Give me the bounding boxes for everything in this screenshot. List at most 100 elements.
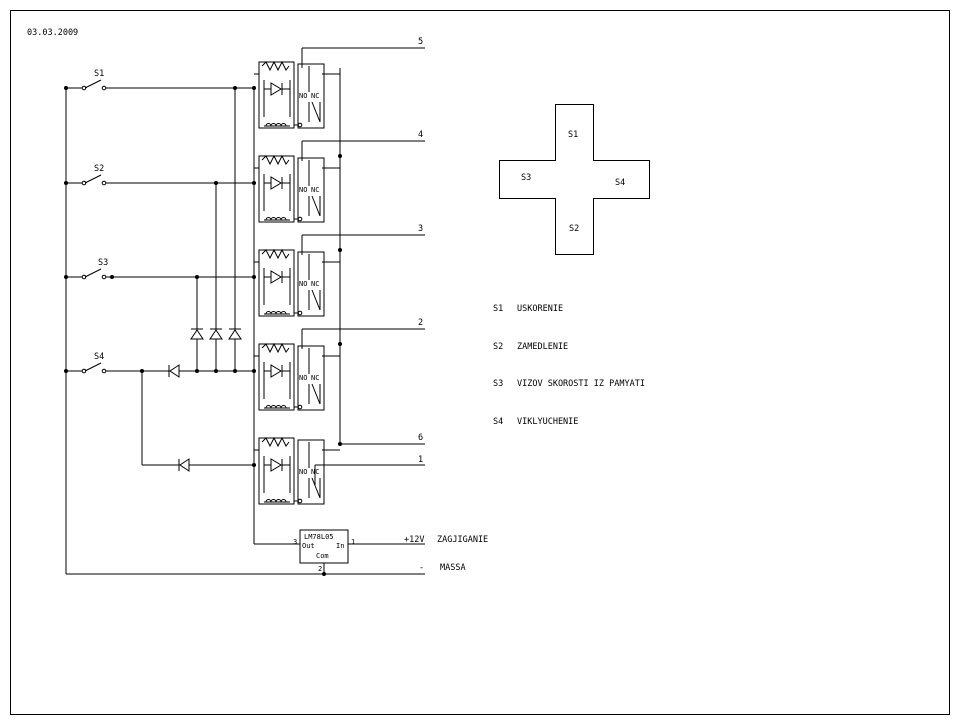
keypad-left: S3: [521, 173, 531, 183]
relay-no-label: NO: [299, 280, 307, 288]
relay-contact-frame: [297, 439, 325, 505]
relay-diode: [270, 82, 282, 96]
relay: NO NC: [258, 154, 340, 223]
power-minus-name: MASSA: [440, 563, 466, 573]
coil-terminal: [297, 310, 303, 316]
diode: [178, 458, 190, 472]
output-line: 5: [301, 37, 425, 68]
relay-nc-label: NC: [311, 186, 319, 194]
voltage-regulator: LM78L05 Out In Com 3 1 2: [293, 529, 425, 576]
resistor: [261, 154, 290, 166]
diode-matrix: [112, 88, 254, 466]
common-contact-bus: [339, 68, 425, 445]
power-plus-label: +12V: [404, 535, 424, 545]
legend-key: S2: [493, 342, 503, 352]
switch-label: S4: [94, 352, 104, 362]
output-label: 5: [418, 37, 423, 47]
relay-coil-frame: [258, 61, 295, 129]
date-label: 03.03.2009: [27, 28, 78, 38]
relay-no-label: NO: [299, 374, 307, 382]
resistor: [261, 342, 290, 354]
coil-terminal: [297, 404, 303, 410]
output-label: 4: [418, 130, 423, 140]
legend-text: USKORENIE: [517, 304, 563, 314]
relay: NO NC: [258, 248, 340, 317]
output-line: 3: [301, 224, 425, 255]
diode-set: [168, 328, 242, 472]
output-label: 6: [418, 433, 423, 443]
diode: [209, 328, 223, 340]
legend-key: S4: [493, 417, 503, 427]
legend-key: S3: [493, 379, 503, 389]
relay-coil-frame: [258, 343, 295, 411]
regulator-name: LM78L05: [304, 533, 334, 541]
diode: [168, 364, 180, 378]
power-minus-label: -: [419, 563, 424, 573]
switch-label: S1: [94, 69, 104, 79]
regulator-pin-in: 1: [351, 538, 355, 546]
relay-coil-frame: [258, 437, 295, 505]
switch-contact: [101, 368, 107, 374]
keypad-right: S4: [615, 178, 625, 188]
resistor: [261, 436, 290, 448]
legend-key: S1: [493, 304, 503, 314]
relay-contact-frame: [297, 251, 325, 317]
regulator-out-label: Out: [302, 542, 315, 550]
legend-text: ZAMEDLENIE: [517, 342, 568, 352]
relay-no-label: NO: [299, 468, 307, 476]
junction-dot: [338, 342, 342, 346]
switch-label: S3: [98, 258, 108, 268]
relay-diode: [270, 364, 282, 378]
relay-coil-frame: [258, 155, 295, 223]
coil-terminal: [297, 122, 303, 128]
junction-dot: [338, 442, 342, 446]
junction-dot: [338, 154, 342, 158]
keypad-top: S1: [568, 130, 578, 140]
switch-contact: [101, 85, 107, 91]
relay-nc-label: NC: [311, 280, 319, 288]
ground-rail: [65, 88, 425, 575]
relay: NO NC: [258, 342, 340, 411]
diode: [190, 328, 204, 340]
coil-terminal: [297, 498, 303, 504]
switch-s2: S2: [64, 164, 254, 186]
coil-bus: [253, 88, 300, 545]
relay-no-label: NO: [299, 92, 307, 100]
relay-no-label: NO: [299, 186, 307, 194]
resistor: [261, 60, 290, 72]
diode: [228, 328, 242, 340]
junction-dot: [110, 275, 114, 279]
regulator-pin-out: 3: [293, 538, 297, 546]
relay-coil-frame: [258, 249, 295, 317]
switch-contact: [101, 274, 107, 280]
legend-text: VIZOV SKOROSTI IZ PAMYATI: [517, 379, 645, 389]
legend: S1 USKORENIE S2 ZAMEDLENIE S3 VIZOV SKOR…: [493, 304, 645, 427]
relay-nc-label: NC: [311, 374, 319, 382]
output-lines: 5 4 3 2 1 6: [301, 37, 425, 485]
junction-dot: [338, 248, 342, 252]
output-label: 2: [418, 318, 423, 328]
power-plus-name: ZAGJIGANIE: [437, 535, 488, 545]
output-line: 4: [301, 130, 425, 161]
resistor: [261, 248, 290, 260]
output-label: 1: [418, 455, 423, 465]
keypad-layout: S1 S3 S4 S2: [499, 104, 650, 255]
switch-s3: S3: [64, 258, 254, 280]
keypad-bottom: S2: [569, 224, 579, 234]
switch-s4: S4: [64, 352, 254, 374]
relay-contact-frame: [297, 157, 325, 223]
coil-terminal: [297, 216, 303, 222]
switch-label: S2: [94, 164, 104, 174]
regulator-com-label: Com: [316, 552, 329, 560]
legend-text: VIKLYUCHENIE: [517, 417, 578, 427]
relay-diode: [270, 270, 282, 284]
relay-contact-frame: [297, 63, 325, 129]
switch-s1: S1: [64, 69, 254, 91]
output-label: 3: [418, 224, 423, 234]
relay-contact-frame: [297, 345, 325, 411]
